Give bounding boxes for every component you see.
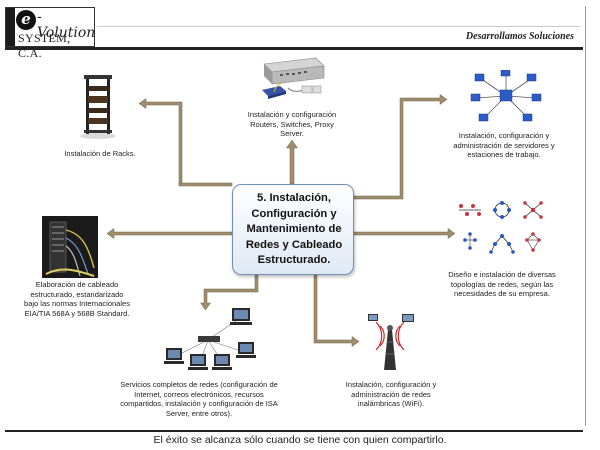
- wireless-label: Instalación, configuración y administrac…: [334, 380, 448, 409]
- wifi-tower-icon: [362, 310, 418, 372]
- top-rule: [5, 47, 583, 50]
- cabling-label-line2: estructurado, estandarizado: [30, 289, 124, 299]
- arrow-racks-base: [178, 182, 233, 187]
- arrow-cabling: [106, 228, 233, 239]
- arrow-topologies: [353, 228, 456, 239]
- cabling-icon: [42, 216, 98, 278]
- center-line-1: 5. Instalación,: [257, 192, 331, 204]
- services-label: Servicios completos de redes (configurac…: [104, 380, 294, 418]
- topologies-label-line2: topologías de redes, según las: [450, 279, 554, 289]
- center-line-4: Redes y Cableado: [245, 238, 343, 251]
- logo-e-mark: e: [16, 10, 36, 30]
- right-rule: [585, 6, 586, 426]
- header-line: [97, 26, 580, 27]
- cabling-label-line3: bajo las normas Internacionales: [24, 299, 130, 309]
- router-switch-icon: [258, 56, 326, 106]
- wireless-label-line1: Instalación, configuración y: [345, 380, 437, 389]
- footer-rule: [5, 430, 583, 432]
- routers-label-line1: Instalación y configuración: [247, 110, 337, 119]
- wireless-label-line3: inalámbricas (WiFi).: [357, 399, 425, 409]
- services-label-line4: Server, entre otros).: [165, 408, 233, 418]
- topologies-label: Diseño e instalación de diversas topolog…: [440, 270, 564, 299]
- routers-label: Instalación y configuración Routers, Swi…: [234, 110, 350, 139]
- footer-quote: El éxito se alcanza sólo cuando se tiene…: [153, 434, 447, 446]
- cabling-label-line1: Elaboración de cableado: [35, 280, 119, 289]
- arrow-servers-base: [353, 94, 448, 200]
- servers-label-line2: administración de servidores y: [453, 140, 555, 150]
- central-topic-box: 5. Instalación, Configuración y Mantenim…: [232, 184, 354, 275]
- rack-icon: [76, 72, 121, 140]
- tagline: Desarrollamos Soluciones: [465, 31, 574, 42]
- servers-label: Instalación, configuración y administrac…: [442, 131, 566, 160]
- topologies-label-line3: necesidades de su empresa.: [454, 289, 550, 299]
- arrow-racks: [138, 98, 183, 185]
- servers-label-line3: estaciones de trabajo.: [467, 150, 541, 160]
- topology-icon: [455, 200, 547, 260]
- central-topic-text: 5. Instalación, Configuración y Mantenim…: [233, 191, 355, 269]
- services-label-line2: Internet, correos electrónicos, recursos: [134, 389, 264, 399]
- arrow-wireless: [313, 274, 360, 347]
- wireless-label-line2: administración de redes: [351, 389, 431, 399]
- network-services-icon: [160, 306, 260, 374]
- cabling-label-line4: EIA/TIA 568A y 568B Standard.: [24, 308, 130, 318]
- cabling-label: Elaboración de cableado estructurado, es…: [12, 280, 142, 318]
- services-label-line3: compartidos, instalación y configuración…: [120, 399, 278, 409]
- logo-word: -Volution: [37, 9, 96, 41]
- logo-side-tab: [6, 8, 15, 46]
- racks-label: Instalación de Racks.: [64, 149, 136, 158]
- center-line-3: Mantenimiento de: [246, 223, 342, 235]
- arrow-routers: [286, 139, 298, 185]
- center-line-5: Estructurado.: [257, 254, 331, 266]
- servers-label-line1: Instalación, configuración y: [458, 131, 550, 140]
- topologies-label-line1: Diseño e instalación de diversas: [448, 270, 556, 279]
- routers-label-line3: Server.: [280, 129, 304, 139]
- center-line-2: Configuración y: [251, 207, 337, 220]
- server-network-icon: [470, 69, 542, 125]
- services-label-line1: Servicios completos de redes (configurac…: [120, 380, 278, 389]
- arrow-services: [200, 274, 259, 311]
- routers-label-line2: Routers, Switches, Proxy: [250, 119, 334, 129]
